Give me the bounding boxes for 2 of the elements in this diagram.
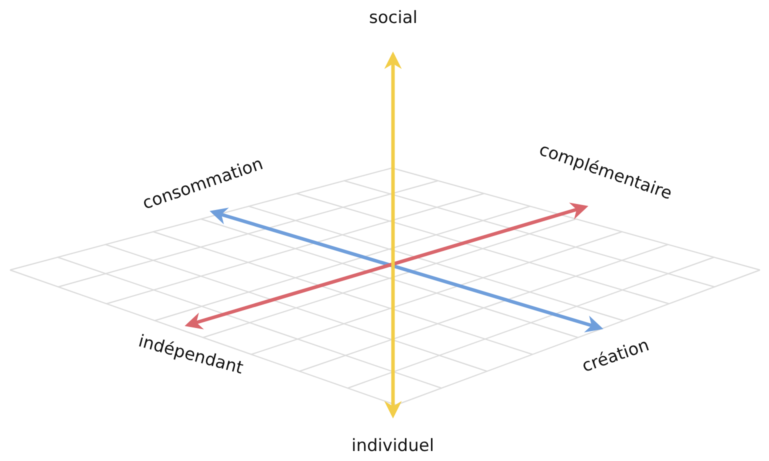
axis-label: individuel xyxy=(352,436,434,456)
axis-label: social xyxy=(369,8,418,28)
